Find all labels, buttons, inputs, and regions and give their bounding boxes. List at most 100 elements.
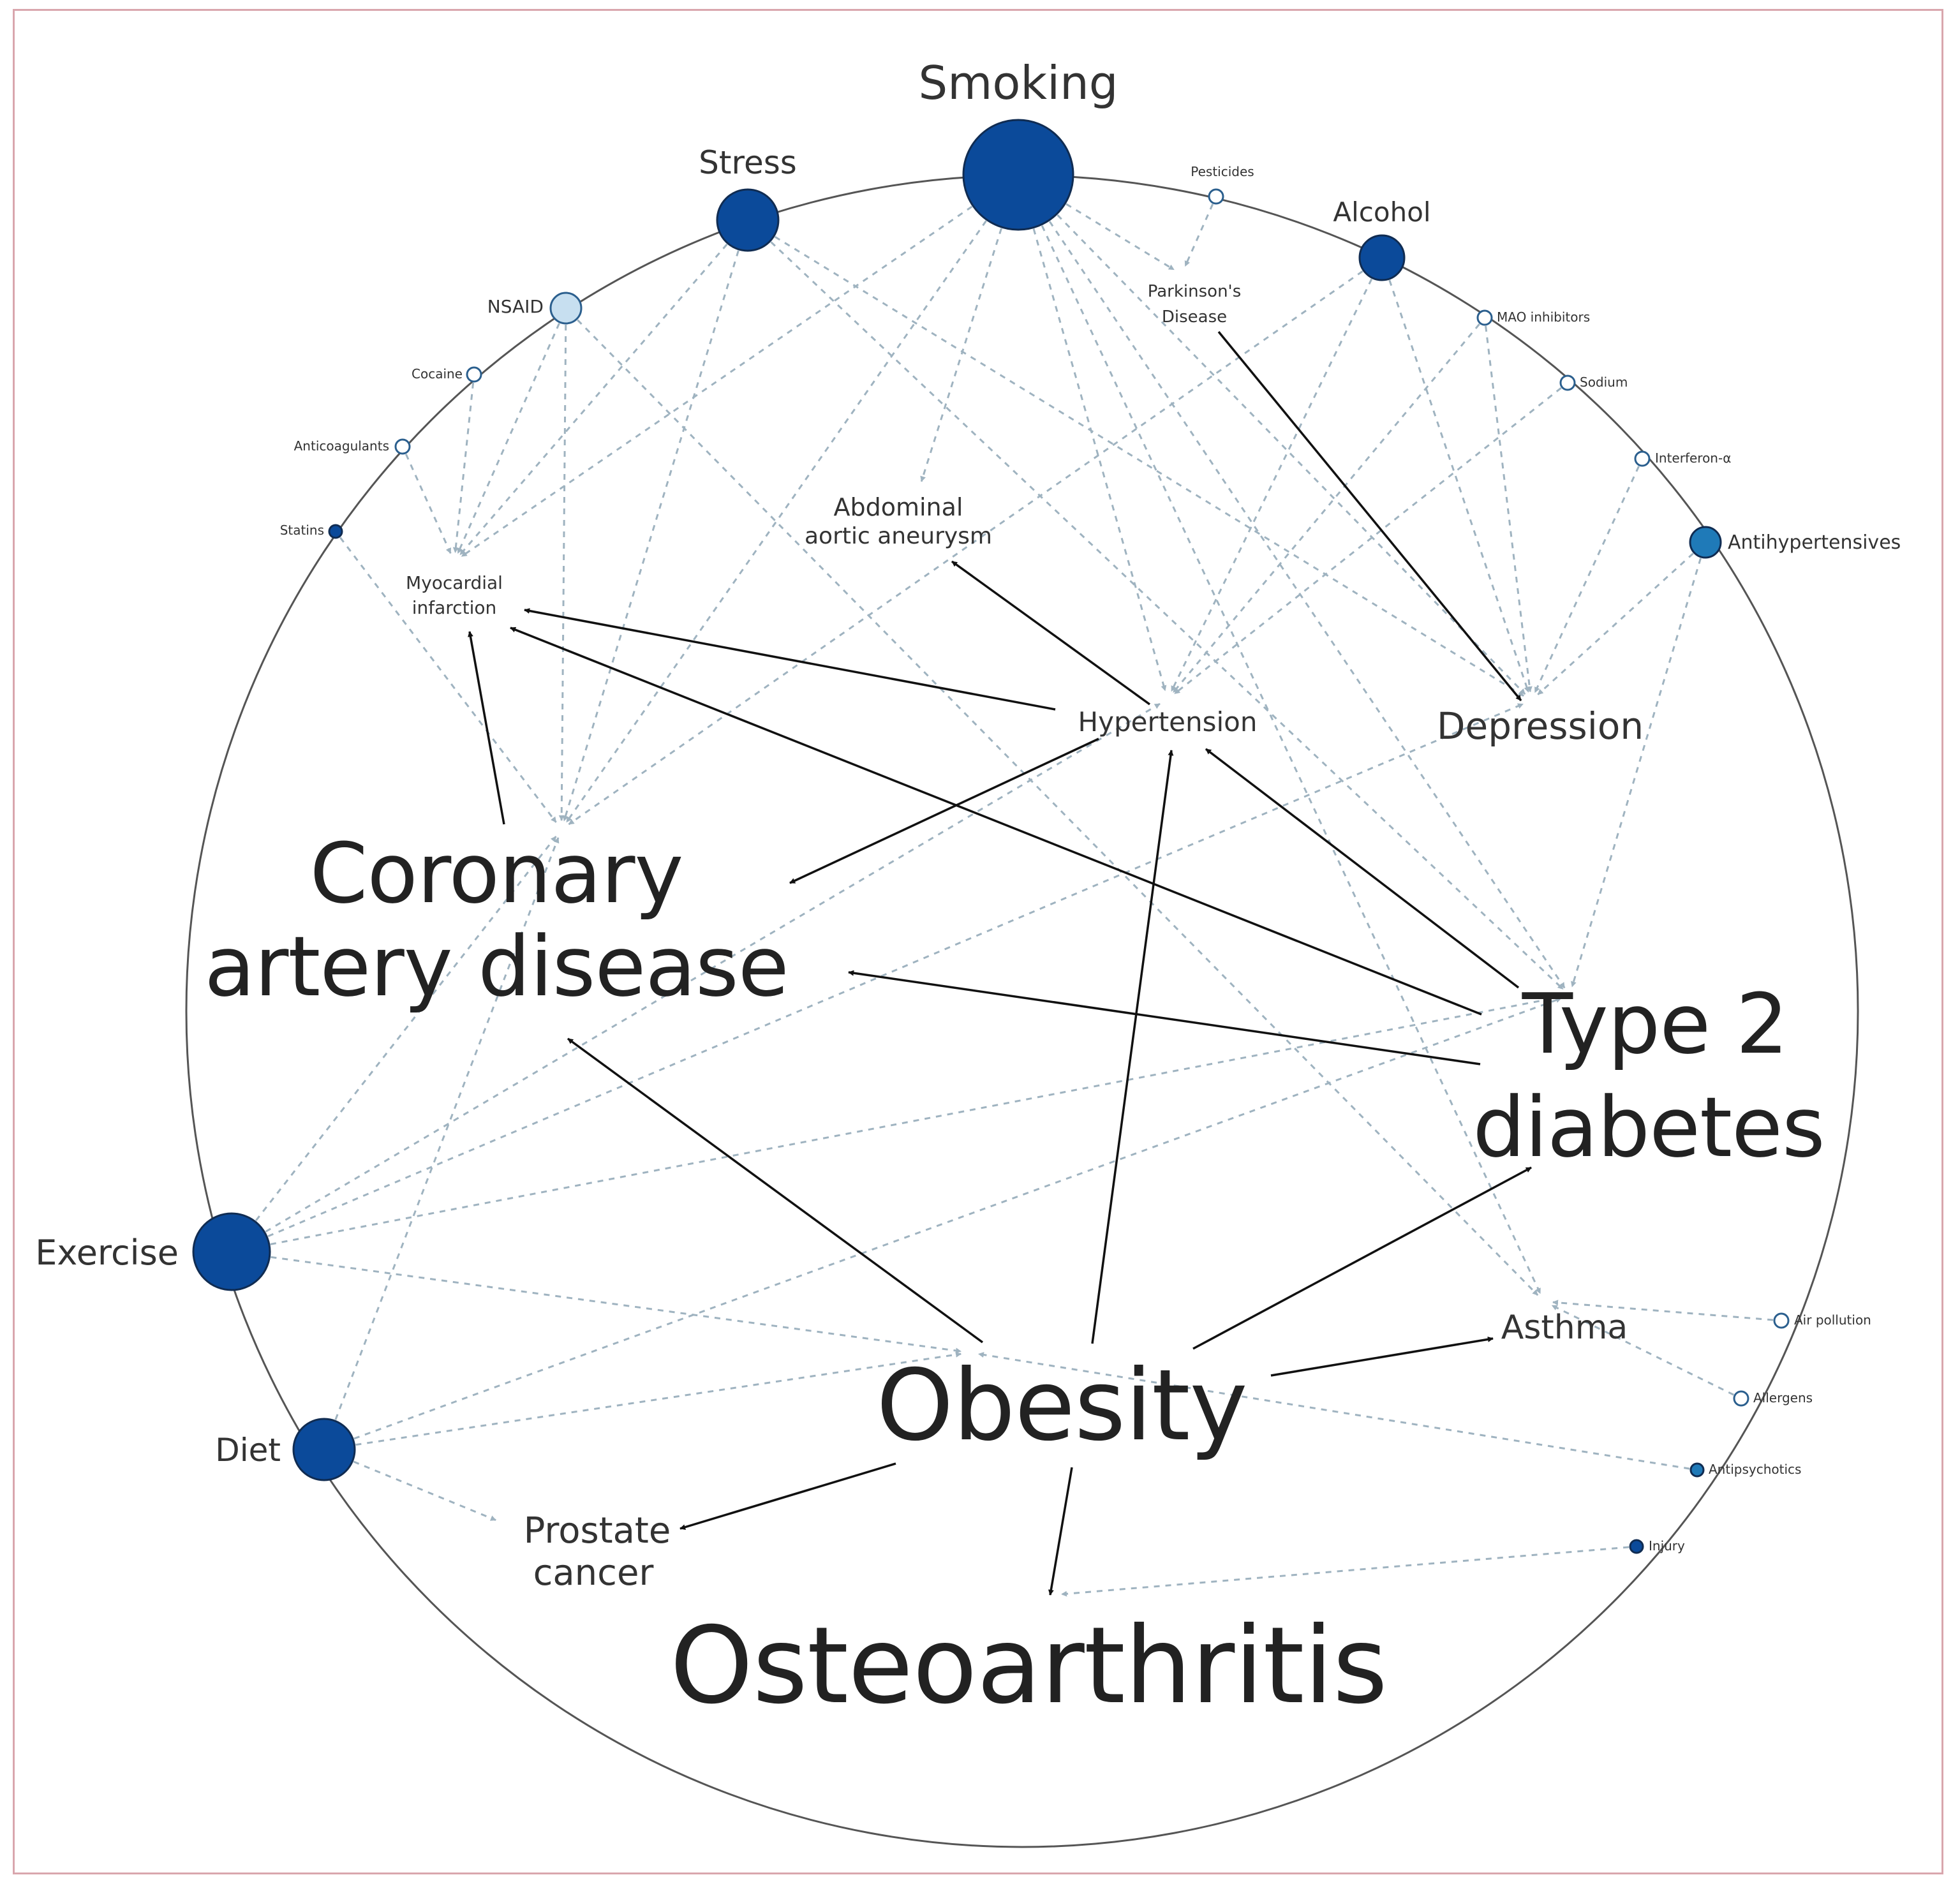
label-hypertension: Hypertension — [1078, 706, 1258, 738]
label-parkinsons-1: Parkinson's — [1148, 282, 1242, 301]
edge-nsaid-to-asthma — [577, 319, 1539, 1296]
label-obesity: Obesity — [876, 1349, 1247, 1463]
node-pesticides[interactable] — [1208, 188, 1224, 205]
label-smoking: Smoking — [919, 56, 1118, 110]
edge-interferon-to-depression — [1534, 466, 1640, 693]
label-mi-2: infarction — [412, 597, 496, 618]
edge-sodium-to-hypertension — [1174, 387, 1562, 695]
node-nsaid[interactable] — [549, 292, 583, 325]
node-smoking[interactable] — [962, 119, 1074, 231]
node-interferon[interactable] — [1634, 450, 1651, 467]
edge-smoking-to-aaa — [920, 228, 1002, 482]
edge-obesity-to-t2d — [1192, 1166, 1532, 1350]
label-antihypertensives: Antihypertensives — [1728, 531, 1901, 554]
label-alcohol: Alcohol — [1333, 197, 1430, 228]
edge-smoking-to-cad — [565, 220, 987, 823]
node-anticoagulants[interactable] — [394, 438, 411, 455]
label-aaa-2: aortic aneurysm — [805, 523, 992, 549]
node-air-pollution[interactable] — [1773, 1312, 1790, 1329]
edge-parkinsons-to-depression — [1217, 330, 1522, 702]
label-t2d-2: diabetes — [1473, 1079, 1824, 1176]
solid-edges — [467, 330, 1532, 1596]
label-cad-2: artery disease — [204, 918, 789, 1015]
label-allergens: Allergens — [1753, 1390, 1813, 1405]
edge-exercise-to-obesity — [271, 1256, 962, 1354]
label-diet: Diet — [215, 1432, 281, 1469]
edge-smoking-to-asthma — [1041, 225, 1541, 1294]
edge-cad-to-mi — [467, 631, 505, 825]
label-aaa-1: Abdominal — [834, 493, 963, 521]
edge-diet-to-t2d — [353, 997, 1562, 1440]
figure-frame — [13, 9, 1943, 1874]
node-allergens[interactable] — [1733, 1390, 1749, 1407]
edge-t2d-to-cad — [848, 970, 1481, 1065]
edge-nsaid-to-cad — [558, 324, 567, 821]
edge-diet-to-cad — [334, 837, 560, 1420]
node-sodium[interactable] — [1559, 374, 1576, 391]
node-statins[interactable] — [328, 524, 343, 539]
node-injury[interactable] — [1629, 1539, 1644, 1554]
edge-obesity-to-cad — [567, 1037, 984, 1344]
edge-hypertension-to-aaa — [951, 560, 1151, 706]
edge-exercise-to-hypertension — [265, 702, 1161, 1233]
label-osteoarthritis: Osteoarthritis — [670, 1605, 1387, 1728]
edge-alcohol-to-hypertension — [1170, 278, 1373, 692]
label-injury: Injury — [1649, 1538, 1685, 1554]
edge-statins-to-cad — [339, 537, 557, 823]
label-prostate-1: Prostate — [524, 1510, 671, 1552]
edge-anticoagulants-to-mi — [405, 454, 452, 554]
edge-obesity-to-prostate — [679, 1462, 896, 1530]
edge-smoking-to-hypertension — [1032, 228, 1167, 692]
edge-antihypertensives-to-depression — [1537, 552, 1694, 695]
dashed-edges — [255, 203, 1774, 1597]
label-depression: Depression — [1437, 704, 1644, 748]
exposure-nodes — [192, 119, 1790, 1554]
edge-obesity-to-asthma — [1270, 1336, 1494, 1377]
node-exercise[interactable] — [192, 1212, 271, 1291]
edge-alcohol-to-depression — [1388, 279, 1530, 693]
edge-diet-to-obesity — [355, 1351, 962, 1446]
edge-cocaine-to-mi — [452, 382, 475, 553]
label-cad-1: Coronary — [310, 825, 683, 922]
edge-t2d-to-hypertension — [1205, 748, 1520, 989]
label-exercise: Exercise — [35, 1233, 179, 1273]
label-antipsychotics: Antipsychotics — [1709, 1462, 1801, 1477]
label-stress: Stress — [699, 144, 797, 181]
edge-obesity-to-hypertension — [1091, 750, 1174, 1344]
edge-stress-to-depression — [774, 235, 1524, 697]
node-antihypertensives[interactable] — [1689, 526, 1722, 559]
label-mao: MAO inhibitors — [1497, 309, 1590, 325]
edge-alcohol-to-cad — [568, 270, 1363, 826]
edge-exercise-to-t2d — [270, 995, 1562, 1245]
label-air-pollution: Air pollution — [1794, 1312, 1871, 1328]
node-stress[interactable] — [716, 188, 780, 252]
label-statins: Statins — [280, 523, 324, 538]
edge-smoking-to-t2d — [1048, 221, 1566, 989]
edge-stress-to-cad — [563, 250, 739, 822]
label-pesticides: Pesticides — [1191, 164, 1254, 179]
node-mao[interactable] — [1476, 309, 1493, 326]
edge-obesity-to-osteoarthritis — [1048, 1467, 1073, 1596]
node-alcohol[interactable] — [1358, 234, 1406, 281]
edge-exercise-to-depression — [267, 703, 1524, 1238]
edge-smoking-to-depression — [1057, 214, 1526, 695]
label-sodium: Sodium — [1580, 374, 1628, 390]
edge-diet-to-prostate — [353, 1460, 496, 1522]
node-diet[interactable] — [292, 1418, 356, 1481]
node-antipsychotics[interactable] — [1689, 1462, 1705, 1478]
node-cocaine[interactable] — [466, 366, 482, 383]
label-interferon: Interferon-α — [1655, 450, 1731, 466]
edge-hypertension-to-cad — [789, 738, 1099, 884]
edge-exercise-to-cad — [255, 836, 557, 1222]
label-nsaid: NSAID — [487, 296, 544, 317]
edge-stress-to-t2d — [770, 241, 1564, 990]
label-asthma: Asthma — [1501, 1309, 1628, 1347]
edge-antipsychotics-to-obesity — [977, 1352, 1690, 1470]
edge-hypertension-to-mi — [524, 608, 1056, 711]
label-prostate-2: cancer — [533, 1552, 655, 1594]
edge-air_pollution-to-asthma — [1552, 1300, 1774, 1321]
edge-antihypertensives-to-t2d — [1571, 558, 1702, 988]
edge-injury-to-osteoarthritis — [1061, 1546, 1630, 1597]
label-parkinsons-2: Disease — [1162, 308, 1227, 327]
